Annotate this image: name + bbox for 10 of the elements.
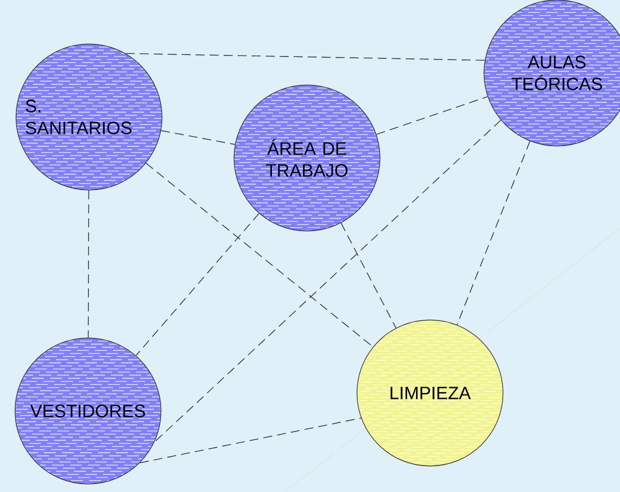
connector-line [160, 130, 236, 145]
connector-line [154, 120, 502, 442]
connector-line [340, 222, 396, 328]
connector-line [456, 140, 530, 326]
connector-line [376, 96, 488, 135]
connector-line [88, 190, 90, 338]
connector-line [146, 162, 374, 348]
connector-line [125, 53, 486, 61]
connector-line [136, 213, 260, 356]
connector-line [139, 418, 362, 464]
